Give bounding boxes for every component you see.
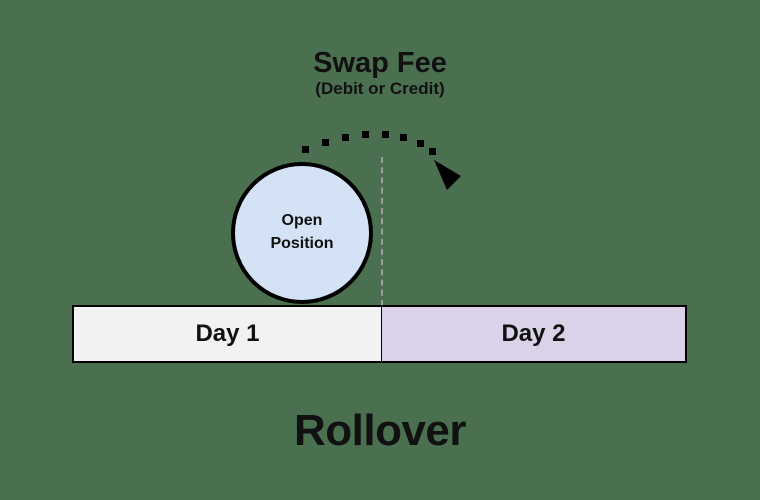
dashed-divider-icon bbox=[381, 157, 383, 306]
timeline-segment-day-2[interactable]: Day 2 bbox=[381, 305, 687, 363]
timeline-segment-day-1[interactable]: Day 1 bbox=[72, 305, 382, 363]
open-position-label-line2: Position bbox=[270, 235, 334, 252]
diagram-caption: Rollover bbox=[293, 406, 467, 455]
open-position-label-line1: Open bbox=[281, 212, 323, 230]
timeline-segment-label: Day 1 bbox=[195, 320, 260, 347]
open-position-circle[interactable]: Open Position bbox=[231, 162, 373, 304]
timeline-segment-label: Day 2 bbox=[501, 320, 566, 347]
page-title: Swap Fee bbox=[313, 47, 447, 79]
page-subtitle: (Debit or Credit) bbox=[315, 79, 445, 98]
